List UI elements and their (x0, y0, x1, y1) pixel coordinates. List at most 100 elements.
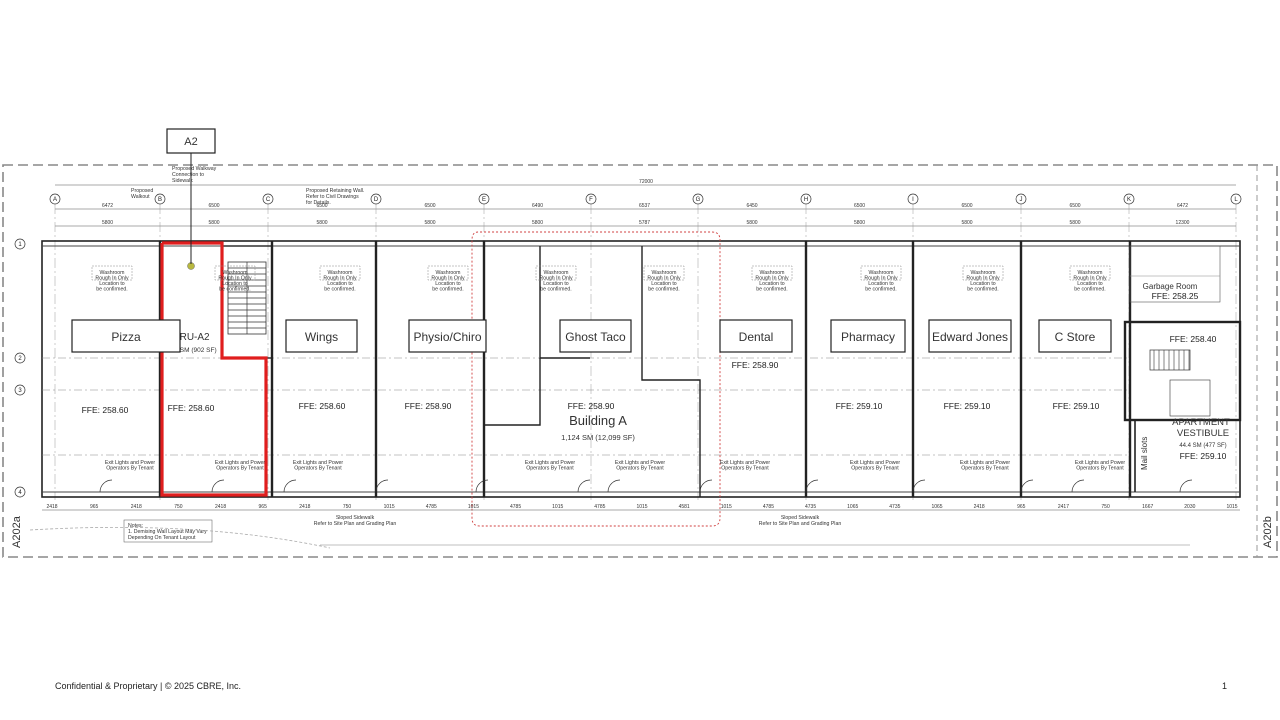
exit-note-line: Exit Lights and Power (1075, 460, 1125, 466)
washroom-note-line: be confirmed. (96, 287, 127, 293)
grid-letter-E: E (482, 197, 486, 203)
garbage-room-name: Garbage Room (1143, 282, 1198, 291)
door-swing (475, 479, 489, 493)
washroom-note-line: Washroom (760, 270, 785, 276)
page-number: 1 (1222, 681, 1228, 691)
washroom-note-line: Rough In Only (755, 276, 789, 282)
washroom-note-line: be confirmed. (1074, 287, 1105, 293)
svg-text:Depending On Tenant Layout: Depending On Tenant Layout (128, 535, 196, 541)
exit-note-line: Operators By Tenant (721, 466, 769, 472)
washroom-note-line: Washroom (544, 270, 569, 276)
washroom-note-line: Location to (970, 281, 995, 287)
exit-note-line: Exit Lights and Power (960, 460, 1010, 466)
top-notes: Proposed Walkway Connection to Sidewalk … (131, 166, 364, 206)
top-dim-9: 6500 (1069, 203, 1080, 209)
top-dim2-6: 5800 (746, 220, 757, 226)
top-dim2-5: 5787 (639, 220, 650, 226)
bottom-dim-27: 2030 (1184, 504, 1195, 510)
door-swing (912, 479, 926, 493)
grid-letter-L: L (1234, 197, 1238, 203)
exit-note-line: Operators By Tenant (851, 466, 899, 472)
tenant-box-5 (830, 319, 906, 353)
svg-text:Refer to Civil Drawings: Refer to Civil Drawings (306, 194, 359, 200)
exit-note-line: Exit Lights and Power (215, 460, 265, 466)
grid-letter-B: B (158, 197, 162, 203)
sheet-frame (2, 164, 1278, 558)
ffe-pharmacy: FFE: 259.10 (836, 401, 883, 411)
washroom-note-line: Rough In Only (218, 276, 252, 282)
washroom-note-line: be confirmed. (219, 287, 250, 293)
top-dim-6: 6450 (746, 203, 757, 209)
bottom-dim-1: 965 (90, 504, 99, 510)
washroom-note-line: Location to (759, 281, 784, 287)
door-swing (211, 479, 225, 493)
washroom-note-line: Rough In Only (864, 276, 898, 282)
washroom-fixture (643, 265, 685, 281)
tenant-name-5: Pharmacy (841, 330, 895, 344)
exit-note-line: Exit Lights and Power (615, 460, 665, 466)
door-swing (1179, 479, 1193, 493)
washroom-fixture (751, 265, 793, 281)
ghost-taco-wall-right (641, 246, 701, 497)
door-swing (1071, 479, 1085, 493)
svg-text:Proposed: Proposed (131, 188, 153, 194)
callout-label: A2 (184, 136, 197, 148)
washroom-note-line: Rough In Only (323, 276, 357, 282)
washroom-note-line: Location to (327, 281, 352, 287)
washroom-note-line: Rough In Only (647, 276, 681, 282)
exit-note-line: Operators By Tenant (616, 466, 664, 472)
washroom-fixture (962, 265, 1004, 281)
top-dim2-3: 5800 (424, 220, 435, 226)
row-bubble-3 (14, 384, 26, 396)
cru-a2-ffe: FFE: 258.60 (168, 403, 215, 413)
top-dim-4: 6490 (532, 203, 543, 209)
washroom-note-line: Washroom (100, 270, 125, 276)
bottom-dim-3: 750 (174, 504, 183, 510)
bottom-dim-16: 1015 (721, 504, 732, 510)
washroom-note-line: be confirmed. (432, 287, 463, 293)
exit-note-line: Operators By Tenant (961, 466, 1009, 472)
washroom-note-line: Rough In Only (431, 276, 465, 282)
grid-letter-H: H (804, 197, 808, 203)
door-swing (607, 479, 621, 493)
row-number-3: 3 (18, 388, 22, 394)
washroom-note-line: Washroom (652, 270, 677, 276)
callout-box (166, 128, 216, 154)
washroom-fixture (319, 265, 361, 281)
washroom-fixture (91, 265, 133, 281)
grid-letter-D: D (374, 197, 379, 203)
cru-a2-area: 83.8 SM (902 SF) (165, 347, 216, 354)
svg-text:Refer to Site Plan and Grading: Refer to Site Plan and Grading Plan (314, 521, 397, 527)
top-dim2-4: 5800 (532, 220, 543, 226)
tenant-name-3: Ghost Taco (565, 330, 626, 344)
bottom-dim-13: 4785 (594, 504, 605, 510)
bottom-dim-10: 1015 (468, 504, 479, 510)
svg-text:for Details.: for Details. (306, 200, 331, 206)
washroom-note-line: Location to (543, 281, 568, 287)
tenant-name-0: Pizza (111, 330, 141, 344)
bottom-dim-12: 1015 (552, 504, 563, 510)
top-dim2-8: 5800 (961, 220, 972, 226)
bottom-dim-19: 1065 (847, 504, 858, 510)
washroom-note-line: Location to (1077, 281, 1102, 287)
cru-a2-name: CRU-A2 (172, 332, 210, 343)
bottom-dim-22: 2418 (974, 504, 985, 510)
top-dim2-10: 12300 (1176, 220, 1190, 226)
exit-note-line: Exit Lights and Power (525, 460, 575, 466)
garbage-room-ffe: FFE: 258.25 (1152, 291, 1199, 301)
door-swing (699, 479, 713, 493)
exit-note-line: Exit Lights and Power (850, 460, 900, 466)
washroom-note-line: Washroom (328, 270, 353, 276)
svg-text:Refer to Site Plan and Grading: Refer to Site Plan and Grading Plan (759, 521, 842, 527)
vestibule-name-2: VESTIBULE (1177, 428, 1229, 439)
grid-letter-K: K (1127, 197, 1131, 203)
exit-note-line: Exit Lights and Power (720, 460, 770, 466)
right-section-label: A202b (1262, 516, 1274, 548)
washroom-fixture (1069, 265, 1111, 281)
washroom-note-line: Washroom (223, 270, 248, 276)
bottom-dim-20: 4735 (889, 504, 900, 510)
